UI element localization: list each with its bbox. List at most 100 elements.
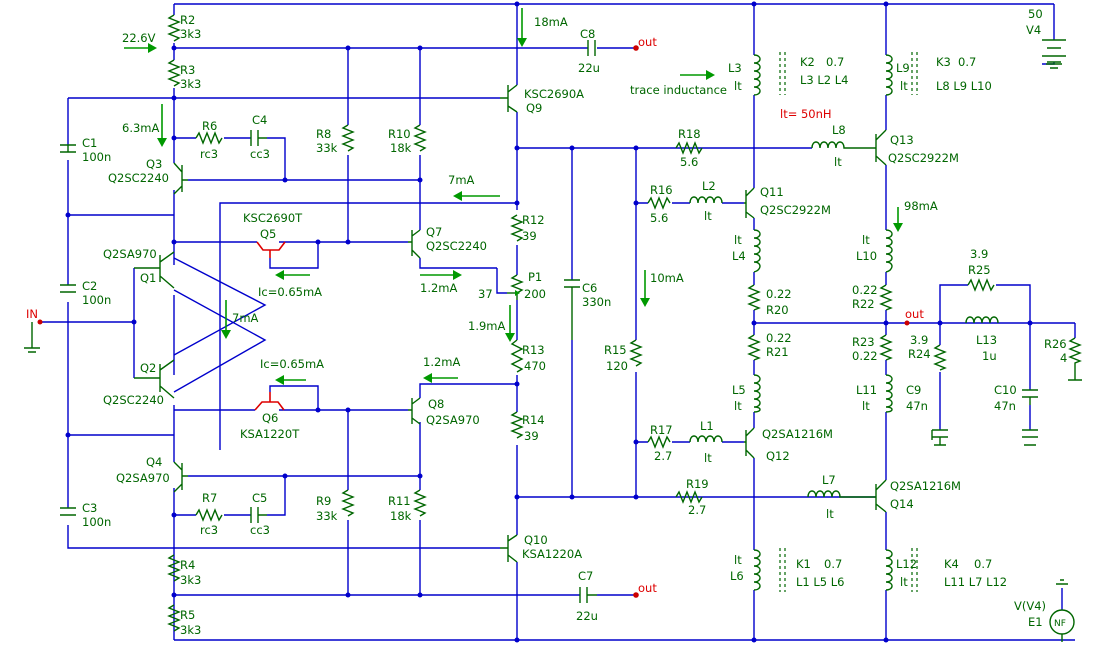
current-7a-label: 7mA	[448, 173, 475, 187]
voltage-label: 22.6V	[122, 31, 156, 45]
c5-name: C5	[252, 491, 267, 505]
r15-name: R15	[604, 343, 627, 357]
r2-value: 3k3	[180, 27, 201, 41]
k1-value: 0.7	[824, 557, 842, 571]
k4-name: K4	[944, 557, 959, 571]
lt-note: lt= 50nH	[780, 107, 832, 121]
out-bottom-label: out	[638, 581, 657, 595]
r4-name: R4	[180, 558, 195, 572]
p1-name: P1	[528, 270, 542, 284]
r13-value: 470	[524, 359, 546, 373]
c4-value: cc3	[250, 147, 270, 161]
l9-value: lt	[900, 79, 908, 93]
l6-name: L6	[730, 569, 744, 583]
r18-name: R18	[678, 127, 701, 141]
c8-name: C8	[580, 27, 595, 41]
r3-value: 3k3	[180, 77, 201, 91]
c2-value: 100n	[82, 293, 111, 307]
l13-name: L13	[976, 333, 997, 347]
l7-name: L7	[822, 473, 836, 487]
q3-name: Q3	[146, 157, 162, 171]
r9-name: R9	[316, 494, 331, 508]
ic1-label: Ic=0.65mA	[258, 285, 322, 299]
k1-name: K1	[796, 557, 811, 571]
c5-value: cc3	[250, 523, 270, 537]
r11-value: 18k	[390, 509, 412, 523]
c9-name: C9	[906, 383, 921, 397]
r16-name: R16	[650, 183, 673, 197]
q4-name: Q4	[146, 455, 162, 469]
r25-name: R25	[968, 263, 991, 277]
junctions	[37, 1, 1033, 643]
r7-value: rc3	[200, 523, 218, 537]
resistor-symbols	[167, 14, 1082, 632]
r20-name: R20	[766, 303, 789, 317]
p1-setting: 37	[478, 287, 493, 301]
l3-value: lt	[734, 79, 742, 93]
l2-value: lt	[704, 209, 712, 223]
r26-value: 4	[1060, 351, 1067, 365]
c6-name: C6	[582, 281, 597, 295]
current-18-label: 18mA	[534, 15, 568, 29]
r21-name: R21	[766, 345, 789, 359]
r9-value: 33k	[316, 509, 338, 523]
r10-name: R10	[388, 127, 411, 141]
l8-name: L8	[832, 123, 846, 137]
labels: R2 3k3 R3 3k3 22.6V 6.3mA R6 rc3 C4 cc3 …	[26, 7, 1067, 637]
r17-name: R17	[650, 423, 673, 437]
l4-value: lt	[734, 233, 742, 247]
l5-name: L5	[732, 383, 746, 397]
current-19-label: 1.9mA	[468, 319, 505, 333]
k2-members: L3 L2 L4	[800, 73, 848, 87]
current-10-label: 10mA	[650, 271, 684, 285]
l11-value: lt	[862, 399, 870, 413]
r18-value: 5.6	[680, 155, 698, 169]
current-7b-label: 7mA	[232, 311, 259, 325]
r26-name: R26	[1044, 337, 1067, 351]
out-main-label: out	[905, 307, 924, 321]
l1-name: L1	[700, 419, 714, 433]
c3-value: 100n	[82, 515, 111, 529]
l5-value: lt	[734, 399, 742, 413]
inductor-symbols	[689, 52, 999, 592]
r6-value: rc3	[200, 147, 218, 161]
r7-name: R7	[202, 491, 217, 505]
q7-type: Q2SC2240	[426, 239, 487, 253]
l10-value: lt	[862, 233, 870, 247]
l12-value: lt	[900, 575, 908, 589]
e1-tag: NF	[1054, 619, 1066, 629]
v4-value: 50	[1028, 7, 1043, 21]
ic2-label: Ic=0.65mA	[260, 357, 324, 371]
q6-name: Q6	[262, 411, 278, 425]
r24-name: R24	[908, 347, 931, 361]
q9-name: Q9	[526, 101, 542, 115]
l1-value: lt	[704, 451, 712, 465]
k4-value: 0.7	[974, 557, 992, 571]
q2-name: Q2	[140, 361, 156, 375]
r23-name: R23	[852, 335, 875, 349]
k4-members: L11 L7 L12	[944, 575, 1007, 589]
v4-name: V4	[1026, 23, 1041, 37]
r15-value: 120	[606, 359, 628, 373]
q10-type: KSA1220A	[522, 547, 582, 561]
q12-name: Q12	[766, 449, 790, 463]
c10-name: C10	[994, 383, 1017, 397]
c4-name: C4	[252, 113, 267, 127]
q11-type: Q2SC2922M	[760, 203, 831, 217]
q9-type: KSC2690A	[524, 87, 584, 101]
q13-type: Q2SC2922M	[888, 151, 959, 165]
q8-type: Q2SA970	[426, 413, 480, 427]
c7-value: 22u	[576, 609, 598, 623]
r8-value: 33k	[316, 141, 338, 155]
c9-value: 47n	[906, 399, 928, 413]
l6-value: lt	[734, 553, 742, 567]
r21-value: 0.22	[766, 331, 792, 345]
q5-name: Q5	[260, 227, 276, 241]
r23-value: 0.22	[852, 349, 878, 363]
q5-type: KSC2690T	[243, 211, 303, 225]
c3-name: C3	[82, 501, 97, 515]
k3-name: K3	[936, 55, 951, 69]
k2-value: 0.7	[826, 55, 844, 69]
